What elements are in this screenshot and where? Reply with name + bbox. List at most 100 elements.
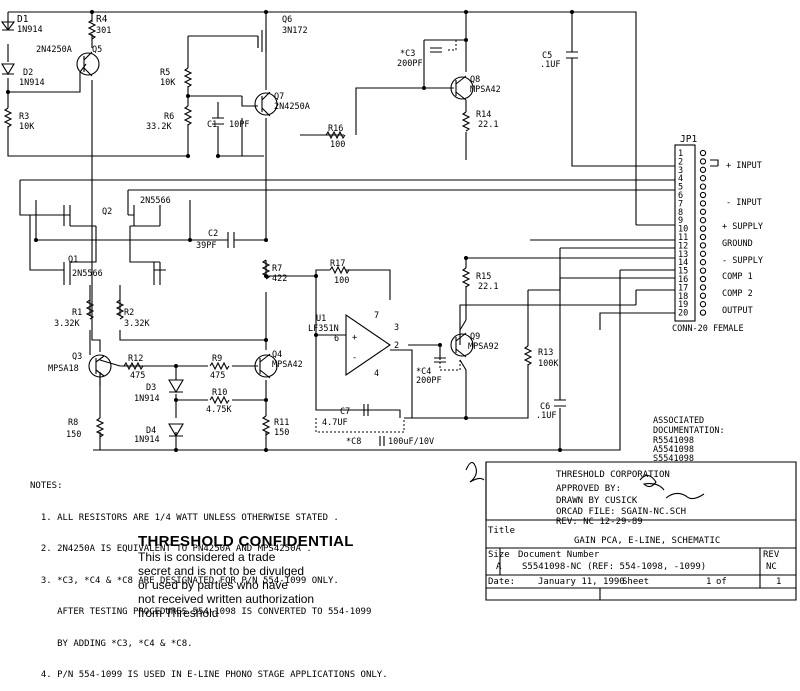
q5-value: 2N4250A <box>36 45 72 55</box>
c7-ref: C7 <box>340 407 350 417</box>
jp1-pin-contact <box>699 309 707 316</box>
d1-value: 1N914 <box>17 25 43 35</box>
c3-ref: *C3 <box>400 49 415 59</box>
approved-by: APPROVED BY: <box>556 484 622 494</box>
c8-value: 100uF/10V <box>388 437 434 447</box>
q8-ref: Q8 <box>470 75 480 85</box>
r9-ref: R9 <box>212 354 222 364</box>
confidential-line-1: This is considered a trade <box>138 550 276 564</box>
jp1-pin-14: 14 <box>678 258 688 268</box>
u1-pin2: 2 <box>394 341 399 351</box>
of-value: 1 <box>776 577 782 587</box>
q5-ref: Q5 <box>92 45 102 55</box>
jp1-pin-19: 19 <box>678 300 688 310</box>
confidential-notice: THRESHOLD CONFIDENTIAL This is considere… <box>138 533 354 620</box>
sheet-label: Sheet <box>622 577 650 587</box>
size-value: A <box>496 562 502 572</box>
r12-ref: R12 <box>128 354 143 364</box>
sheet-value: 1 <box>706 577 712 587</box>
jp1-pin-circles <box>699 149 707 316</box>
resistor-r10: R10 4.75K <box>206 388 232 415</box>
q9-ref: Q9 <box>470 332 480 342</box>
r6-value: 33.2K <box>146 122 172 132</box>
note-line-3: 3. *C3, *C4 & *C8 ARE DESIGNATED FOR P/N… <box>30 575 339 586</box>
transistor-q9: Q9 MPSA92 <box>450 332 499 358</box>
of-label: of <box>716 577 727 587</box>
opamp-u1: + - U1 LF351N 7 3 2 6 4 <box>308 311 399 379</box>
company-name: THRESHOLD CORPORATION <box>556 470 670 480</box>
c6-ref: C6 <box>540 402 550 412</box>
transistor-q8: Q8 MPSA42 <box>450 75 501 101</box>
q2-ref: Q2 <box>102 207 112 217</box>
signal-output: OUTPUT <box>722 306 753 316</box>
jp1-pin-contact <box>699 217 707 224</box>
signal-minus-supply: - SUPPLY <box>722 256 763 266</box>
capacitor-c7: C7 4.7UF <box>315 404 405 433</box>
jp1-pin-contact <box>699 183 707 190</box>
date-value: January 11, 1990 <box>538 577 625 587</box>
c1-ref: C1 <box>207 120 217 130</box>
transistor-q4: Q4 MPSA42 <box>254 350 303 379</box>
rev-value: NC <box>766 562 777 572</box>
capacitor-c3: *C3 200PF <box>397 39 457 69</box>
c1-value: 10PF <box>229 120 249 130</box>
c5-value: .1UF <box>540 60 560 70</box>
q1-ref: Q1 <box>68 255 78 265</box>
d4-ref: D4 <box>146 426 156 436</box>
r7-value: 422 <box>272 274 287 284</box>
c2-ref: C2 <box>208 229 218 239</box>
drawing-title: GAIN PCA, E-LINE, SCHEMATIC <box>574 536 721 546</box>
mosfet-q6: Q6 3N172 <box>257 15 308 52</box>
jp1-pin-18: 18 <box>678 292 688 302</box>
resistor-r2: R2 3.32K <box>116 299 150 329</box>
r8-value: 150 <box>66 430 81 440</box>
assoc-title-1: ASSOCIATED <box>653 416 704 426</box>
d2-value: 1N914 <box>19 78 45 88</box>
confidential-line-5: from Threshold <box>138 606 219 620</box>
r6-ref: R6 <box>164 112 174 122</box>
jp1-pin-3: 3 <box>678 166 683 176</box>
r3-ref: R3 <box>19 112 29 122</box>
jp1-pin-contact <box>699 225 707 232</box>
q4-value: MPSA42 <box>272 360 303 370</box>
confidential-line-4: not received written authorization <box>138 592 315 606</box>
r5-ref: R5 <box>160 68 170 78</box>
associated-documentation: ASSOCIATED DOCUMENTATION: R5541098 A5541… <box>653 416 725 464</box>
jp1-pin-contact <box>699 208 707 215</box>
resistor-r15: R15 22.1 <box>462 267 498 292</box>
jp1-pin-contact <box>699 191 707 199</box>
jp1-pin-contact <box>699 259 707 266</box>
r14-value: 22.1 <box>478 120 498 130</box>
r9-value: 475 <box>210 371 225 381</box>
jp1-pin-6: 6 <box>678 191 683 201</box>
r16-value: 100 <box>330 140 345 150</box>
assoc-title-2: DOCUMENTATION: <box>653 426 725 436</box>
jp1-pin-contact <box>699 175 707 182</box>
note-line-6: 4. P/N 554-1099 IS USED IN E-LINE PHONO … <box>30 670 388 680</box>
signal-ground: GROUND <box>722 239 753 249</box>
jp1-pin-contact <box>699 301 707 308</box>
jp1-pin-10: 10 <box>678 225 688 235</box>
r3-value: 10K <box>19 122 35 132</box>
d2-ref: D2 <box>23 68 33 78</box>
r1-ref: R1 <box>72 308 82 318</box>
u1-pin3: 3 <box>394 323 399 333</box>
r17-ref: R17 <box>330 259 345 269</box>
jp1-pin-8: 8 <box>678 208 683 218</box>
orcad-file: ORCAD FILE: SGAIN-NC.SCH <box>556 507 687 517</box>
r2-ref: R2 <box>124 308 134 318</box>
q8-value: MPSA42 <box>470 85 501 95</box>
assoc-item-2: A5541098 <box>653 445 694 455</box>
resistor-r4: R4 301 <box>88 14 111 40</box>
jp1-pin-contact <box>699 166 707 173</box>
q6-ref: Q6 <box>282 15 292 25</box>
document-number-label: Document Number <box>518 550 600 560</box>
capacitor-c5: C5 .1UF <box>540 51 578 70</box>
d4-value: 1N914 <box>134 435 160 445</box>
q3-ref: Q3 <box>72 352 82 362</box>
capacitor-c2: C2 39PF <box>196 229 235 251</box>
confidential-line-2: secret and is not to be divulged <box>138 564 305 578</box>
r14-ref: R14 <box>476 110 491 120</box>
u1-pin7: 7 <box>374 311 379 321</box>
